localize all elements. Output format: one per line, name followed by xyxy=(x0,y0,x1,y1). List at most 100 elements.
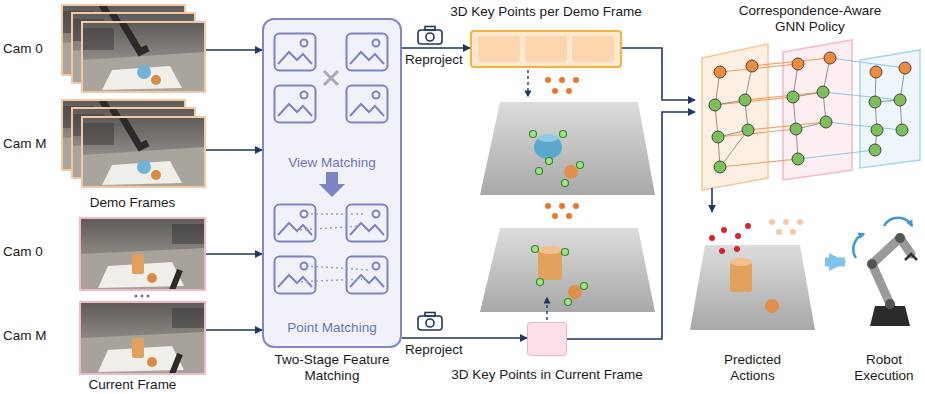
gnn-graphs-part-part xyxy=(718,129,796,137)
camera-icon-part xyxy=(425,27,435,31)
camera-frames: Cam M xyxy=(3,100,206,192)
flow-arrow xyxy=(206,253,262,255)
node-text: 3D Key Points in Current Frame xyxy=(432,367,662,383)
flow-arrow xyxy=(711,188,713,212)
predicted-scene-part-part xyxy=(709,235,715,241)
camera-icon-part xyxy=(426,33,434,41)
robot-arm-part-part xyxy=(872,238,900,264)
demo-scene-part-part xyxy=(577,162,584,169)
predicted-scene-part-part xyxy=(735,233,741,239)
demo-frame-stack xyxy=(62,5,205,187)
robot-arm-part xyxy=(867,233,905,309)
current-scene-part-part xyxy=(581,283,588,290)
matching-panel-art-part xyxy=(324,71,338,85)
gnn-graphs-part xyxy=(715,58,905,167)
current-frame-photo-part xyxy=(141,295,144,298)
gnn-graphs-part-part xyxy=(714,66,726,78)
camera-frames: Cam 0 xyxy=(3,218,206,290)
gnn-policy: Correspondence-Aware GNN Policy xyxy=(695,45,923,188)
demo-scene xyxy=(480,70,655,195)
flow-arrow xyxy=(622,48,695,100)
demo-scene-part xyxy=(530,131,584,187)
gnn-graphs-part-part xyxy=(748,122,826,130)
predicted-scene-part-part xyxy=(783,219,789,225)
predicted-scene xyxy=(690,219,815,330)
gnn-graphs-part-part xyxy=(824,52,836,64)
current-scene-part-part xyxy=(565,299,572,306)
flow-arrow xyxy=(206,329,262,331)
node-text: Cam 0 xyxy=(3,244,59,260)
robot-arm-part xyxy=(872,238,911,304)
matching-panel-art-part xyxy=(275,257,316,294)
robot-execution: Robot Execution xyxy=(845,212,923,392)
robot-arm-part xyxy=(853,234,864,258)
demo-frame-stack-part xyxy=(82,22,205,92)
demo-scene-part-part xyxy=(562,180,569,187)
gnn-graphs-part-part xyxy=(745,92,823,100)
robot-arm-part-part xyxy=(867,259,877,269)
matching-panel-art-part xyxy=(306,213,366,215)
gnn-graphs-part xyxy=(714,52,911,78)
camera-frames: Cam M xyxy=(3,302,206,374)
gnn-graphs-part-part xyxy=(715,97,793,105)
demo-scene-part xyxy=(534,135,562,159)
node-text: Cam M xyxy=(3,136,59,152)
camera-icon-part xyxy=(426,319,434,327)
gnn-graphs-part xyxy=(860,50,920,168)
matching-panel-art-part xyxy=(324,71,338,85)
predicted-scene-part xyxy=(709,223,751,254)
keypoint-tokens-part xyxy=(527,322,567,356)
gnn-graphs-part-part xyxy=(787,91,799,103)
node-text: Point Matching xyxy=(264,320,400,336)
gnn-graphs xyxy=(702,40,920,190)
current-scene-part xyxy=(545,203,551,209)
node-text: Predicted Actions xyxy=(710,352,795,384)
demo-frame-stack-part xyxy=(82,117,205,187)
node-text: Robot Execution xyxy=(845,352,923,384)
matching-panel-art-part xyxy=(262,18,402,348)
current-frame-photo-part xyxy=(80,302,205,374)
gnn-graphs-part-part xyxy=(742,124,754,136)
camera-icon-part xyxy=(425,313,435,317)
gnn-graphs-part-part xyxy=(714,161,726,173)
camera-icon-part xyxy=(418,316,442,330)
matching-panel-art-part xyxy=(319,172,345,197)
robot-arm-part xyxy=(884,218,912,226)
matching-panel-art-part xyxy=(296,279,362,282)
gnn-graphs-part-part xyxy=(871,124,883,136)
demo-scene-part xyxy=(559,77,565,83)
gnn-graphs-part-part xyxy=(712,131,724,143)
camera-icon-part xyxy=(418,30,442,44)
predicted-scene-part xyxy=(730,262,752,292)
keypoint-tokens-part xyxy=(478,36,520,62)
gnn-graphs-part xyxy=(702,44,768,190)
gnn-graphs-part-part xyxy=(899,62,911,74)
predicted-scene-part xyxy=(769,219,803,235)
demo-scene-part xyxy=(552,88,558,94)
node-text: View Matching xyxy=(264,155,400,171)
node-text: Two-Stage Feature Matching xyxy=(264,352,400,384)
current-scene-part xyxy=(566,213,572,219)
demo-scene-part-part xyxy=(546,158,553,165)
gnn-graphs-part-part xyxy=(820,116,832,128)
keypoint-box: 3D Key Points per Demo Frame xyxy=(470,30,622,68)
matching-panel-art-part xyxy=(275,205,316,242)
current-scene-part xyxy=(538,250,562,280)
gnn-graphs-part-part xyxy=(752,58,830,66)
matching-panel-art-part xyxy=(347,86,388,123)
predicted-scene-part xyxy=(730,258,752,266)
flow-arrow xyxy=(567,112,695,339)
current-scene-part xyxy=(532,246,588,306)
current-scene-part-part xyxy=(537,279,544,286)
current-scene-part xyxy=(559,203,565,209)
matching-box: View MatchingPoint MatchingTwo-Stage Fea… xyxy=(262,18,402,348)
node-text: Cam 0 xyxy=(3,41,59,57)
robot-arm-part xyxy=(905,254,917,260)
gnn-graphs-part-part xyxy=(792,153,804,165)
demo-scene-part-part xyxy=(560,131,567,138)
current-scene-part-part xyxy=(562,249,569,256)
predicted-scene-part-part xyxy=(745,223,751,229)
current-scene-part xyxy=(480,228,655,312)
predicted-actions: Predicted Actions xyxy=(680,212,825,392)
gnn-graphs-part-part xyxy=(896,124,908,136)
